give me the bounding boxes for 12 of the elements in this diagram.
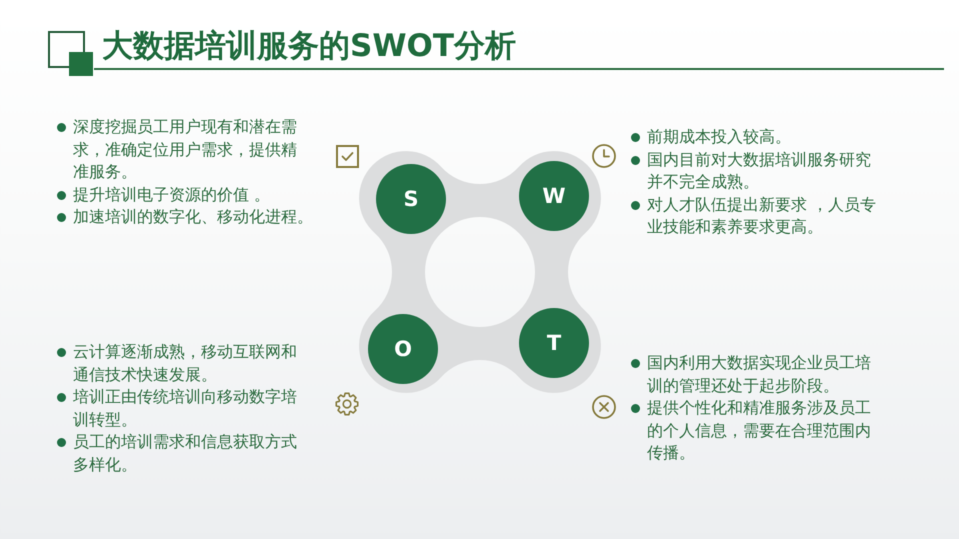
bullet-text: 国内利用大数据实现企业员工培训的管理还处于起步阶段。	[647, 352, 872, 396]
title: 大数据培训服务的SWOT分析	[102, 28, 516, 64]
bullet-text: 云计算逐渐成熟，移动互联网和通信技术快速发展。	[73, 341, 298, 386]
bullet-text: 深度挖掘员工用户现有和潜在需求，准确定位用户需求，提供精准服务。	[73, 116, 298, 183]
bullet-text: 提供个性化和精准服务涉及员工的个人信息，需要在合理范围内传播。	[647, 397, 872, 464]
bullet-text: 提升培训电子资源的价值 。	[73, 184, 272, 206]
bullet-text: 前期成本投入较高。	[647, 126, 792, 148]
bullet-text: 对人才队伍提出新要求 ，人员专业技能和素养要求更高。	[647, 194, 878, 238]
bullet-text: 国内目前对大数据培训服务研究并不完全成熟。	[647, 148, 872, 193]
bullet-text: 加速培训的数字化、移动化进程。	[73, 206, 314, 228]
bullet-text: 员工的培训需求和信息获取方式多样化。	[73, 431, 298, 476]
bullet-text: 培训正由传统培训向移动数字培训转型。	[73, 386, 298, 430]
